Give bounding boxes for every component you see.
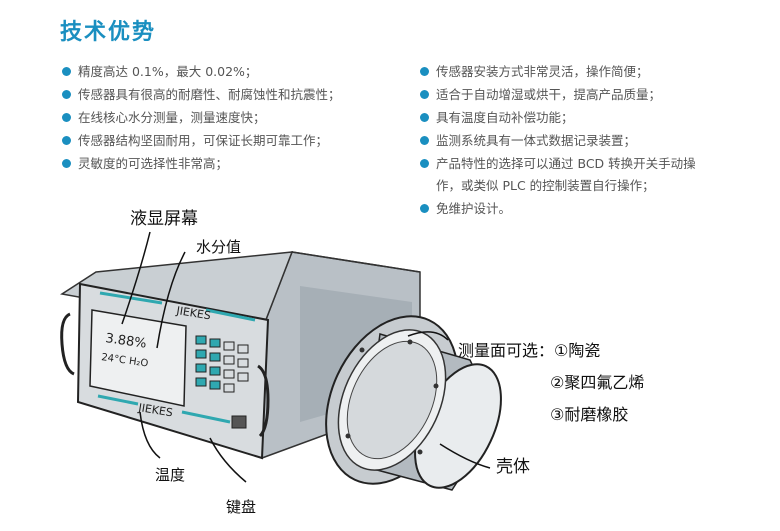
key xyxy=(237,344,249,354)
key xyxy=(209,352,221,362)
keypad xyxy=(195,335,249,393)
list-item: 传感器安装方式非常灵活，操作简便； xyxy=(420,60,760,83)
list-item: 灵敏度的可选择性非常高； xyxy=(62,152,402,175)
bullet-icon xyxy=(62,67,71,76)
device-front-panel: JIEKES 3.88% 24°C H₂O JIEKES xyxy=(60,282,270,460)
key xyxy=(195,363,207,373)
left-handle xyxy=(60,312,75,376)
brand-label-top: JIEKES xyxy=(175,304,212,322)
leader-keyboard xyxy=(209,437,247,483)
leader-lcd xyxy=(121,231,151,325)
bullet-icon xyxy=(420,204,429,213)
list-item: 精度高达 0.1%，最大 0.02%； xyxy=(62,60,402,83)
list-item: 产品特性的选择可以通过 BCD 转换开关手动操 xyxy=(420,152,760,175)
label-surface-option-2: ②聚四氟乙烯 xyxy=(550,373,644,392)
label-temperature: 温度 xyxy=(155,466,185,484)
lcd-screen xyxy=(89,309,187,407)
label-measuring-surface: 测量面可选：①陶瓷 xyxy=(458,341,600,360)
right-handle xyxy=(257,364,270,438)
label-lcd-screen: 液显屏幕 xyxy=(130,209,198,229)
key xyxy=(195,377,207,387)
device-sketch: JIEKES 3.88% 24°C H₂O JIEKES xyxy=(59,209,644,516)
annotation-lines xyxy=(121,231,491,483)
bullet-icon xyxy=(420,90,429,99)
list-item: 传感器结构坚固耐用，可保证长期可靠工作； xyxy=(62,129,402,152)
key xyxy=(223,355,235,365)
list-item: 传感器具有很高的耐磨性、耐腐蚀性和抗震性； xyxy=(62,83,402,106)
list-item: 监测系统具有一体式数据记录装置； xyxy=(420,129,760,152)
bullet-icon xyxy=(62,136,71,145)
key xyxy=(237,372,249,382)
list-item: 免维护设计。 xyxy=(420,197,760,220)
bullet-icon xyxy=(62,113,71,122)
bullet-icon xyxy=(420,136,429,145)
leader-temp xyxy=(139,411,161,459)
label-shell: 壳体 xyxy=(496,457,530,477)
bullet-icon xyxy=(420,113,429,122)
advantages-list-left: 精度高达 0.1%，最大 0.02%； 传感器具有很高的耐磨性、耐腐蚀性和抗震性… xyxy=(62,60,402,175)
bullet-icon xyxy=(62,90,71,99)
leader-moisture xyxy=(156,251,186,349)
list-item: 具有温度自动补偿功能； xyxy=(420,106,760,129)
label-keyboard: 键盘 xyxy=(226,498,256,516)
power-switch xyxy=(231,415,247,429)
screen-moisture-value: 3.88% xyxy=(104,331,147,352)
section-title: 技术优势 xyxy=(60,20,157,45)
key xyxy=(223,369,235,379)
leader-surface xyxy=(407,331,449,341)
key xyxy=(223,383,235,393)
key xyxy=(209,366,221,376)
key xyxy=(237,358,249,368)
bullet-icon xyxy=(420,159,429,168)
key xyxy=(209,380,221,390)
key xyxy=(209,338,221,348)
label-surface-option-3: ③耐磨橡胶 xyxy=(550,405,628,424)
key xyxy=(195,349,207,359)
sensor-head xyxy=(325,315,502,491)
bullet-icon xyxy=(62,159,71,168)
list-item: 在线核心水分测量，测量速度快； xyxy=(62,106,402,129)
list-item: 适合于自动增湿或烘干，提高产品质量； xyxy=(420,83,760,106)
advantages-list-right: 传感器安装方式非常灵活，操作简便； 适合于自动增湿或烘干，提高产品质量； 具有温… xyxy=(420,60,760,220)
list-item-continuation: 作，或类似 PLC 的控制装置自行操作； xyxy=(436,178,655,193)
bullet-icon xyxy=(420,67,429,76)
brand-label-bottom: JIEKES xyxy=(137,401,174,419)
key xyxy=(223,341,235,351)
leader-shell xyxy=(439,443,491,469)
label-moisture-value: 水分值 xyxy=(196,238,241,256)
key xyxy=(195,335,207,345)
